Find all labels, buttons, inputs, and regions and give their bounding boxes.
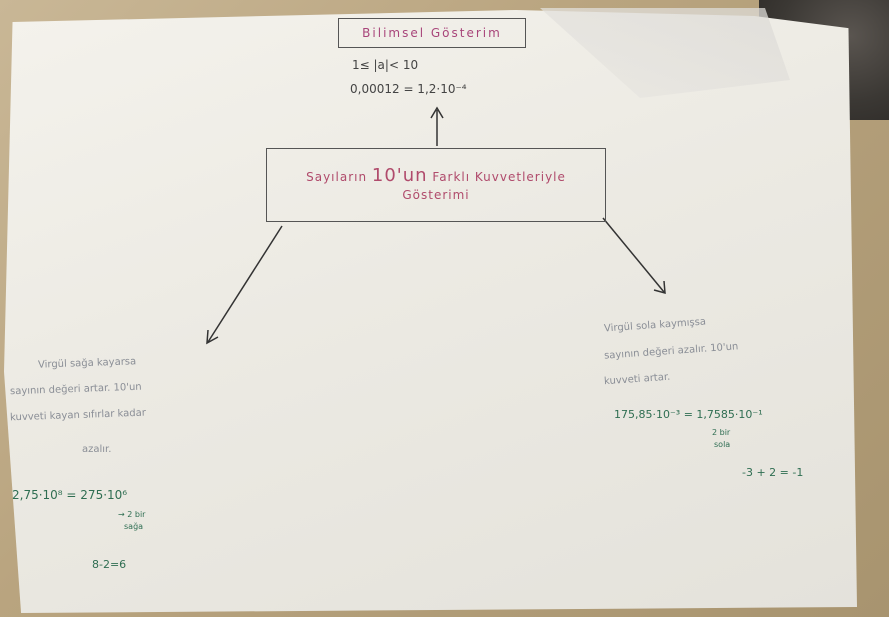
- right-formula: 175,85·10⁻³ = 1,7585·10⁻¹: [614, 408, 763, 421]
- top-example-text: 0,00012 = 1,2·10⁻⁴: [350, 82, 467, 96]
- center-title-line1: Sayıların 10'un Farklı Kuvvetleriyle: [306, 164, 566, 186]
- top-title: Bilimsel Gösterim: [362, 26, 502, 40]
- paper-sheet: [4, 10, 857, 613]
- top-example: 0,00012 = 1,2·10⁻⁴: [350, 82, 467, 96]
- right-sub1: 2 bir: [712, 428, 731, 437]
- up-arrow: [430, 106, 444, 146]
- center-title-part-a: Sayıların: [306, 169, 368, 184]
- right-arrow: [602, 217, 666, 295]
- left-formula: 2,75·10⁸ = 275·10⁶: [12, 488, 128, 502]
- top-definition-text: 1≤ |a|< 10: [352, 58, 419, 72]
- center-title-line2: Gösterimi: [402, 187, 470, 202]
- right-sub2: sola: [714, 440, 731, 449]
- center-title-part-b: 10'un: [371, 164, 428, 186]
- left-arrow: [206, 225, 283, 345]
- left-sub1: → 2 bir: [118, 510, 146, 519]
- left-sub2: sağa: [124, 522, 144, 531]
- top-definition: 1≤ |a|< 10: [352, 58, 418, 72]
- top-title-box: Bilimsel Gösterim: [338, 18, 526, 48]
- left-text-line4: azalır.: [82, 444, 112, 455]
- left-result: 8-2=6: [92, 558, 127, 571]
- center-title-part-c: Farklı Kuvvetleriyle: [432, 169, 566, 184]
- center-title-box: Sayıların 10'un Farklı Kuvvetleriyle Gös…: [266, 148, 606, 222]
- right-result: -3 + 2 = -1: [742, 466, 804, 479]
